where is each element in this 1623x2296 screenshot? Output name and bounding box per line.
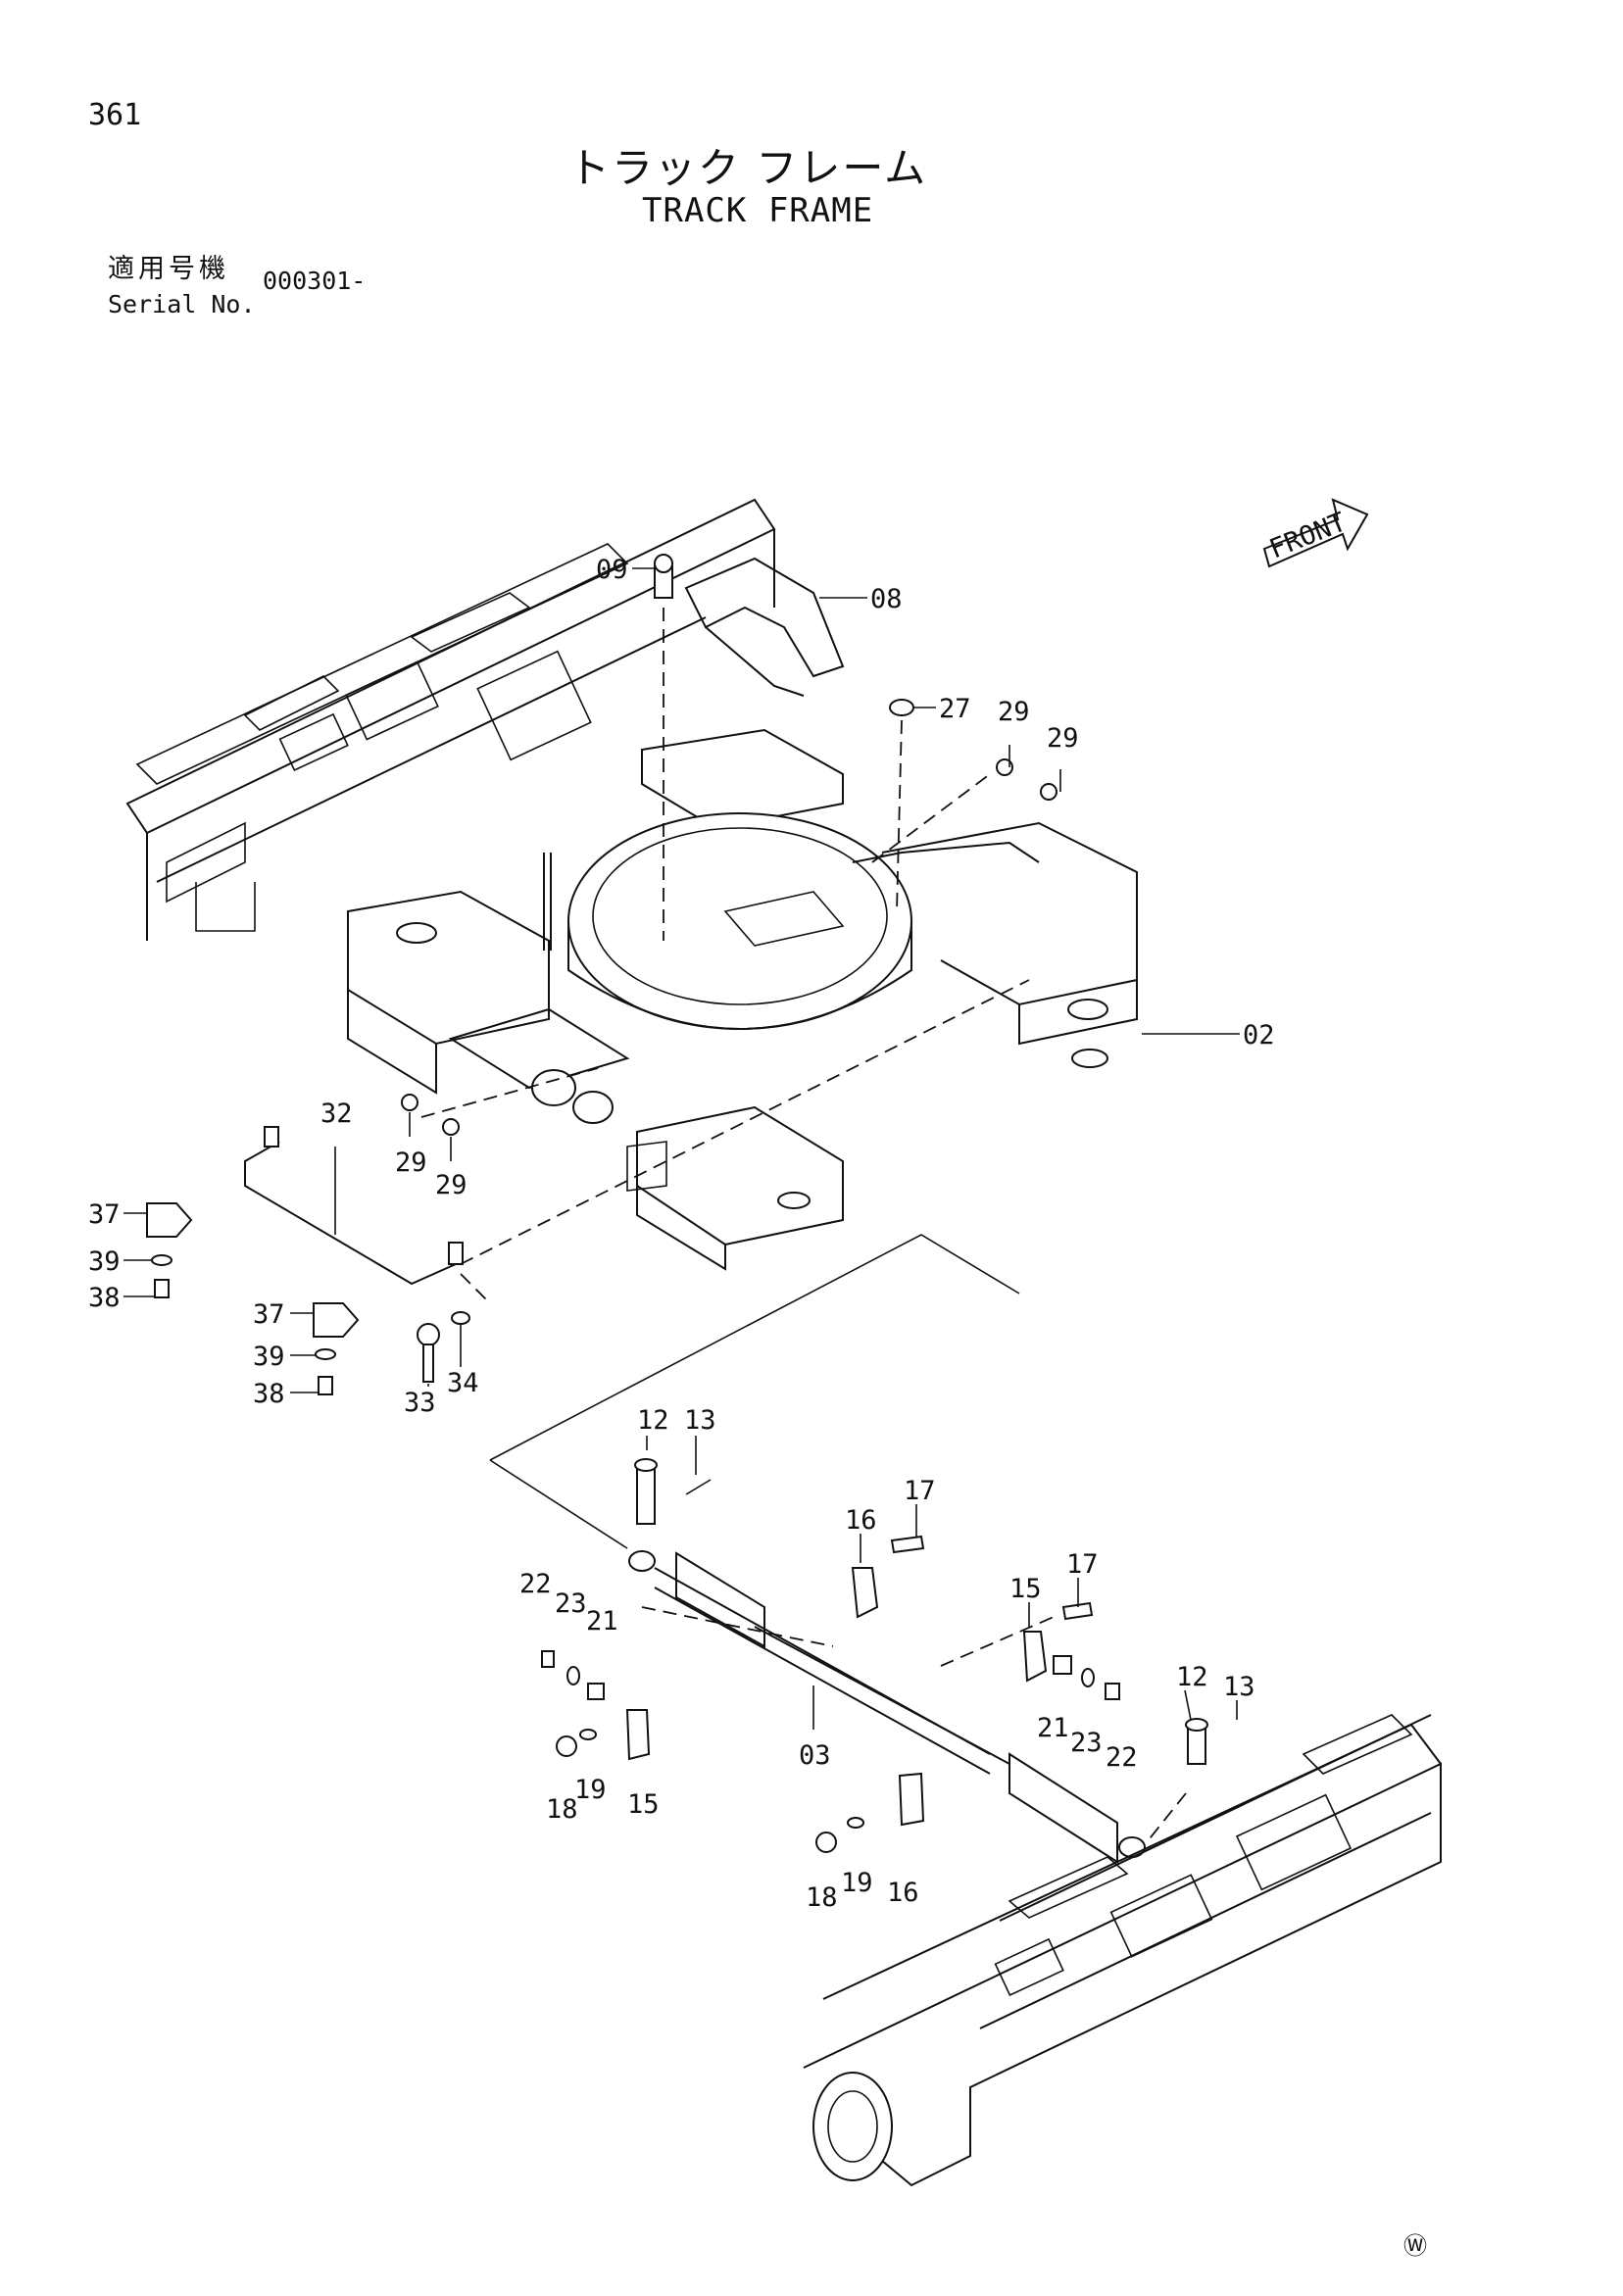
callout-15-right: 15 [1009,1574,1042,1604]
callout-19-left: 19 [574,1775,607,1805]
serial-label-english: Serial No. [108,290,256,318]
callout-15-left: 15 [627,1789,660,1820]
callout-29-b: 29 [1047,723,1079,754]
front-arrow-label: FRONT [1265,507,1351,564]
callout-17-left: 17 [904,1476,936,1506]
callout-17-right: 17 [1066,1549,1099,1580]
callout-38-right: 38 [253,1379,285,1409]
corner-w-mark: Ⓦ [1403,2232,1427,2260]
callout-27: 27 [939,694,971,724]
leader-lines [123,567,1240,1730]
callout-37-right: 37 [253,1299,285,1330]
bracket-08-drawing [654,554,845,941]
fittings-drawing [401,699,1057,1136]
callout-38-left: 38 [88,1283,121,1313]
callout-21-right: 21 [1037,1713,1069,1743]
callout-labels: 02 03 08 09 12 12 13 13 15 15 16 16 17 1… [88,555,1275,1913]
callout-22-left: 22 [519,1569,552,1599]
callout-02: 02 [1243,1020,1275,1050]
callout-03: 03 [799,1740,831,1771]
callout-12-upper: 12 [637,1405,669,1436]
callout-12-lower: 12 [1176,1662,1208,1692]
adjuster-assembly-03-drawing [489,1234,1208,1864]
callout-34: 34 [447,1368,479,1398]
callout-21-left: 21 [586,1606,618,1637]
callout-18-left: 18 [546,1794,578,1825]
serial-number-value: 000301- [263,267,367,295]
callout-29-c: 29 [395,1148,427,1178]
callout-33: 33 [404,1388,436,1418]
callout-29-d: 29 [435,1170,467,1200]
callout-39-right: 39 [253,1342,285,1372]
callout-39-left: 39 [88,1246,121,1277]
center-frame-drawing [347,728,1138,1271]
callout-09: 09 [596,555,628,585]
title-english: TRACK FRAME [642,191,874,230]
callout-16-upper: 16 [845,1505,877,1536]
callout-19-right: 19 [841,1868,873,1898]
callout-23-left: 23 [555,1588,587,1619]
rod-32-drawing [146,979,1030,1395]
callout-16-lower: 16 [887,1878,919,1908]
right-side-frame-drawing [803,1714,1442,2187]
callout-18-right: 18 [806,1882,838,1913]
callout-13-upper: 13 [684,1405,716,1436]
callout-22-right: 22 [1106,1742,1138,1773]
title-japanese: トラック フレーム [568,144,928,192]
left-side-frame-drawing [125,498,776,941]
callout-32: 32 [320,1099,353,1129]
front-direction-arrow: FRONT [1262,498,1369,568]
callout-23-right: 23 [1070,1728,1103,1758]
callout-13-lower: 13 [1223,1672,1255,1702]
callout-08: 08 [870,584,903,614]
callout-37-left: 37 [88,1199,121,1230]
serial-label-japanese: 適用号機 [108,254,229,284]
page-number: 361 [88,98,142,132]
callout-29-a: 29 [998,697,1030,727]
